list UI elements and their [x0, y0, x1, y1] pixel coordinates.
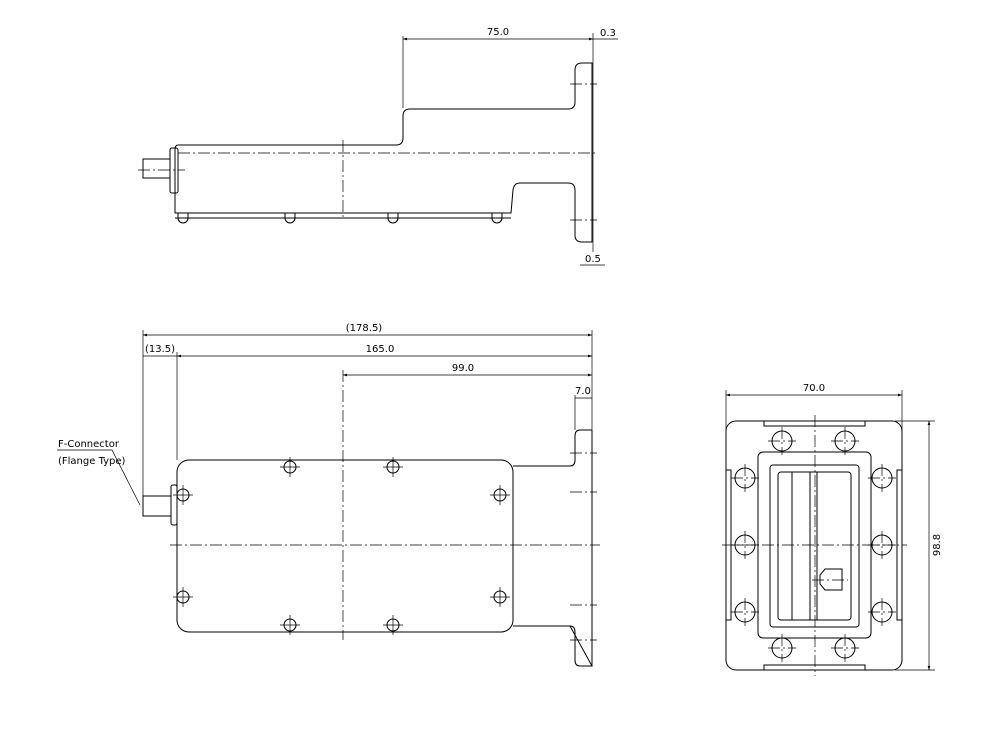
top-body-outline [174, 62, 593, 243]
top-view: 75.0 0.3 0.5 [138, 27, 618, 266]
top-connector [142, 158, 171, 179]
connector-type-label: (Flange Type) [58, 456, 126, 467]
top-connector-plate [169, 147, 179, 194]
side-tab-bottom [763, 664, 866, 671]
dim-75-label: 75.0 [487, 27, 509, 38]
side-view: 70.0 98.8 [722, 383, 943, 676]
connector-leader-line [57, 449, 141, 506]
flange-hole-icon [867, 597, 897, 627]
top-screws [177, 213, 503, 224]
dim-99-label: 99.0 [452, 363, 474, 374]
screw-hole-icon [172, 586, 194, 608]
side-tab-top [763, 420, 866, 427]
dim-178-label: (178.5) [346, 323, 383, 334]
flange-hole-icon [830, 426, 860, 456]
side-outer-flange [725, 420, 903, 671]
side-waveguide [769, 464, 860, 628]
flange-hole-icon [867, 463, 897, 493]
screw-hole-icon [172, 484, 194, 506]
side-inner-frame [757, 451, 872, 639]
front-flange [569, 429, 593, 667]
connector-label: F-Connector [58, 439, 120, 450]
flange-hole-icon [730, 597, 760, 627]
dim-05-label: 0.5 [585, 254, 601, 265]
flange-hole-icon [767, 426, 797, 456]
front-connector-plate [170, 484, 178, 526]
side-probe [819, 568, 843, 591]
dim-70-label: 70.0 [803, 383, 825, 394]
dim-7-label: 7.0 [575, 386, 591, 397]
front-view: (178.5) (13.5) 165.0 99.0 7.0 F-Connecto… [57, 323, 600, 667]
front-connector [142, 495, 172, 517]
flange-hole-icon [730, 463, 760, 493]
front-body [176, 459, 514, 633]
dim-165-label: 165.0 [366, 344, 395, 355]
screw-hole-icon [489, 586, 511, 608]
screw-hole-icon [489, 484, 511, 506]
dim-03-label: 0.3 [600, 28, 616, 39]
dim-98-label: 98.8 [932, 534, 943, 556]
side-window [777, 471, 852, 621]
dim-13-label: (13.5) [145, 344, 175, 355]
